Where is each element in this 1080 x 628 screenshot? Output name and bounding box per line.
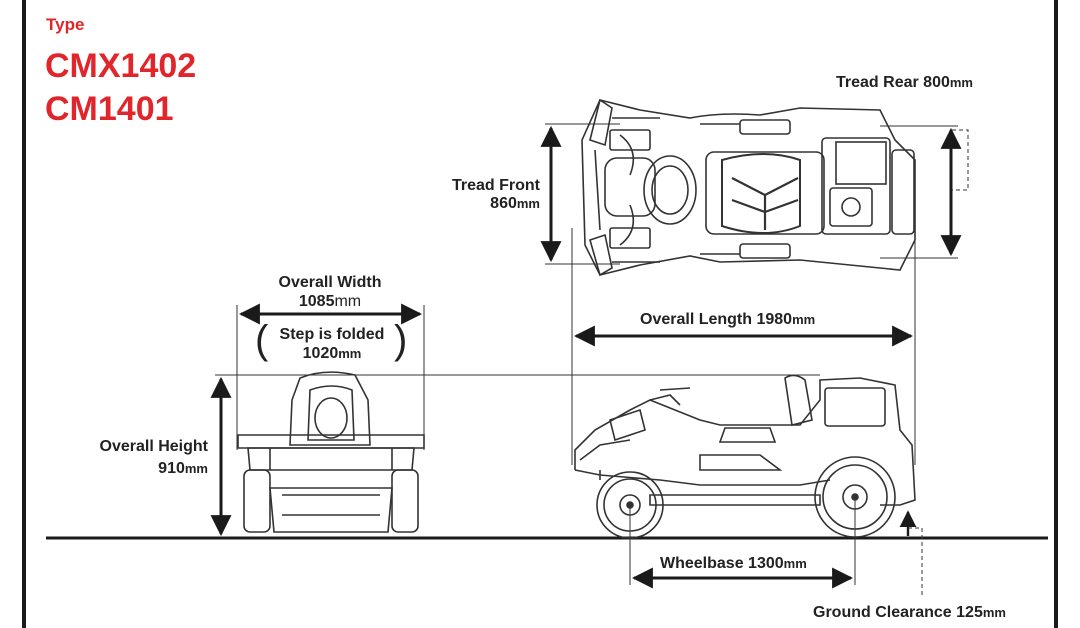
front-view-mower (237, 371, 425, 533)
tread-front-label: Tread Front 860mm (451, 177, 540, 212)
paren-left: ( (255, 318, 269, 362)
overall-width-label: Overall Width 1085mm (278, 274, 382, 310)
step-folded-label: Step is folded 1020mm (279, 326, 385, 362)
overall-length-label: Overall Length 1980mm (640, 311, 816, 328)
type-label: Type (46, 15, 85, 34)
ground-clearance-leader (908, 527, 923, 595)
side-view-mower (574, 374, 916, 506)
paren-right: ) (394, 318, 408, 362)
model-name-primary: CMX1402 (45, 47, 197, 85)
model-name-secondary: CM1401 (45, 90, 174, 128)
top-view-mower (581, 98, 916, 277)
wheelbase-label: Wheelbase 1300mm (660, 555, 807, 572)
tread-rear-leader (952, 129, 969, 191)
frame-right-border (1054, 0, 1058, 628)
overall-height-label: Overall Height 910mm (99, 438, 208, 477)
frame-left-border (22, 0, 26, 628)
tread-rear-label: Tread Rear 800mm (836, 74, 973, 91)
ground-clearance-label: Ground Clearance 125mm (813, 604, 1006, 621)
